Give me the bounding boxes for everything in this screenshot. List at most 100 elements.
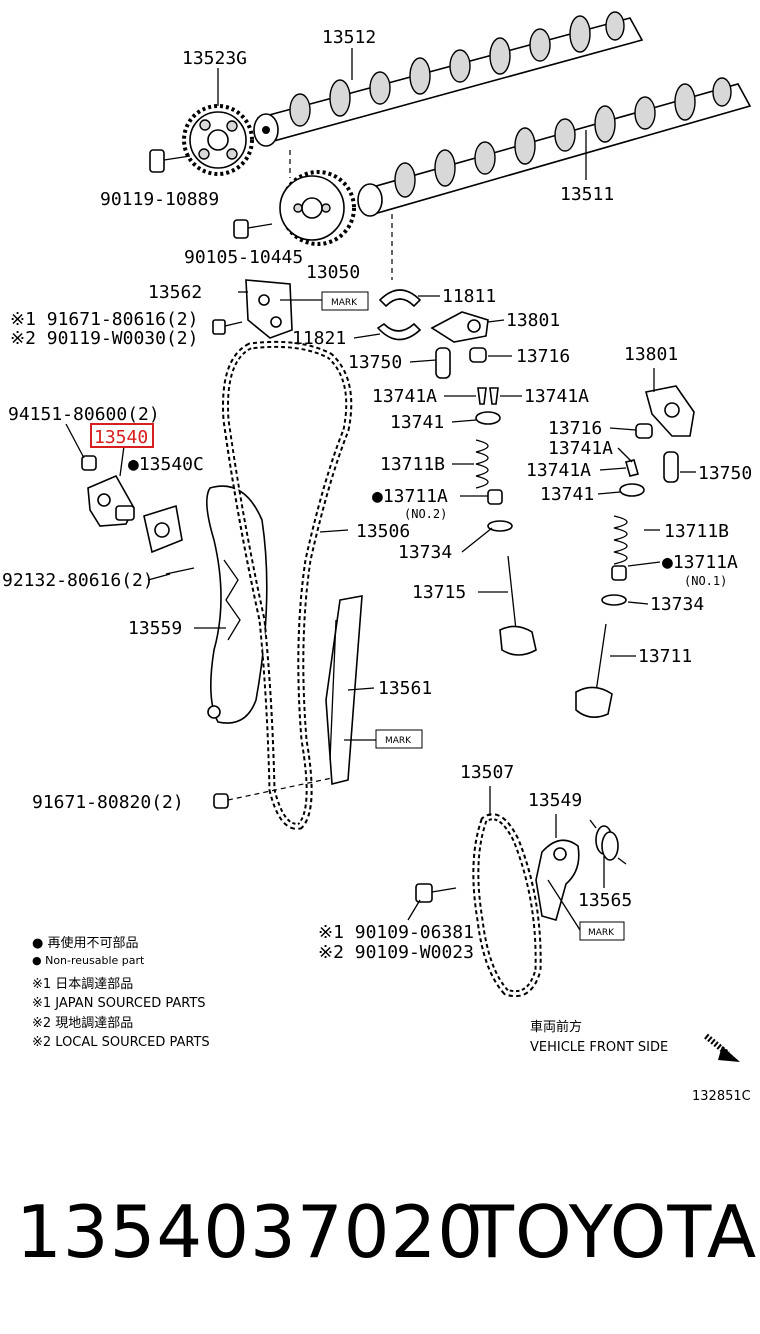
spring-retainer-13741-b [619,483,645,497]
svg-text:MARK: MARK [588,928,615,938]
chain-tensioner-13540 [87,474,135,527]
valve-spring-13711b-b [613,515,628,565]
brand-name: TOYOTA [470,1190,758,1274]
callout-13741a-1[interactable]: 13741A [372,386,437,407]
callout-91671-80820[interactable]: 91671-80820(2) [32,792,184,813]
callout-11811[interactable]: 11811 [442,286,496,307]
callout-13750-a[interactable]: 13750 [348,352,402,373]
callout-13512[interactable]: 13512 [322,27,376,48]
callout-13711b-a[interactable]: 13711B [380,454,445,475]
bracket-13562 [245,279,293,339]
legend-japan-jp: ※1 日本調達部品 [32,977,133,992]
callout-13562[interactable]: 13562 [148,282,202,303]
valve-lifter-13716-a [469,347,487,363]
valve-13711 [575,623,613,718]
callout-13507[interactable]: 13507 [460,762,514,783]
callout-13540-highlighted[interactable]: 13540 [94,427,148,448]
vvt-gear-13050 [279,170,356,246]
callout-13506[interactable]: 13506 [356,521,410,542]
callout-13716-a[interactable]: 13716 [516,346,570,367]
direction-jp: 車両前方 [530,1019,582,1035]
callout-13711a-b[interactable]: ●13711A [662,552,738,573]
bolt-91671-80820 [213,777,333,809]
callout-94151-80600[interactable]: 94151-80600(2) [8,404,160,425]
callout-13741a-2[interactable]: 13741A [524,386,589,407]
valve-keeper-13741a-pair [477,387,499,405]
gasket-13540c [143,504,183,554]
valve-lifter-13716-b [635,423,653,439]
rocker-arm-13801-a [430,311,489,343]
callout-13711a-a[interactable]: ●13711A [372,486,448,507]
callout-13523g[interactable]: 13523G [182,48,247,69]
lash-adjuster-13750-a [435,347,451,379]
legend: ● 再使用不可部品 ● Non-reusable part ※1 日本調達部品 … [32,935,210,1050]
callout-labels: 13512 13523G 90119-10889 90105-10445 130… [2,27,752,963]
valve-keeper-13741a-b [625,459,639,477]
bolt-90105-10445 [233,219,273,239]
callout-13741a-4[interactable]: 13741A [526,460,591,481]
callout-90105-10445[interactable]: 90105-10445 [184,247,303,268]
callout-13750-b[interactable]: 13750 [698,463,752,484]
callout-no1: (NO.1) [684,574,727,588]
sprocket-13523g [182,104,254,176]
callout-13565[interactable]: 13565 [578,890,632,911]
washer-13734-b [601,594,627,606]
callout-13711[interactable]: 13711 [638,646,692,667]
chain-13507 [472,813,542,998]
callout-91671-80616[interactable]: ※1 91671-80616(2) [10,309,198,330]
callout-13540c[interactable]: ●13540C [128,454,204,475]
callout-13559[interactable]: 13559 [128,618,182,639]
valve-seal-13711a-b [611,565,627,581]
rocker-arm-13801-b [645,385,695,437]
legend-japan-en: ※1 JAPAN SOURCED PARTS [32,996,206,1011]
direction-arrow-icon [704,1033,740,1062]
valve-seal-13711a-a [487,489,503,505]
callout-13561[interactable]: 13561 [378,678,432,699]
callout-13741a-3[interactable]: 13741A [548,438,613,459]
bearing-11811 [378,289,422,308]
timing-chain-13506 [222,340,353,830]
callout-13734-b[interactable]: 13734 [650,594,704,615]
tensioner-arm-13549 [535,839,580,921]
lash-adjuster-13750-b [663,451,679,483]
callout-13801-b[interactable]: 13801 [624,344,678,365]
figure-reference: 132851C [692,1089,751,1104]
title-row: 1354037020 TOYOTA [0,1188,760,1288]
callout-90109-06381[interactable]: ※1 90109-06381 [318,922,474,943]
svg-text:MARK: MARK [331,298,358,308]
legend-local-en: ※2 LOCAL SOURCED PARTS [32,1035,210,1050]
bolt-94151-80600 [81,455,97,471]
callout-13511[interactable]: 13511 [560,184,614,205]
direction-en: VEHICLE FRONT SIDE [530,1040,668,1055]
callout-13050[interactable]: 13050 [306,262,360,283]
callout-no2: (NO.2) [404,507,447,521]
callout-13734-a[interactable]: 13734 [398,542,452,563]
mark-tag-3: MARK [579,921,625,941]
valve-spring-13711b-a [475,439,489,489]
highlight-box-13540 [90,423,154,448]
callout-11821[interactable]: 11821 [292,328,346,349]
callout-90119-w0030[interactable]: ※2 90119-W0030(2) [10,328,198,349]
chain-guide-13559 [206,485,268,724]
callout-13741-a[interactable]: 13741 [390,412,444,433]
leader-lines [65,48,696,931]
callout-13741-b[interactable]: 13741 [540,484,594,505]
camshaft-13511 [357,77,752,217]
callout-13715[interactable]: 13715 [412,582,466,603]
callout-13711b-b[interactable]: 13711B [664,521,729,542]
direction-indicator: 車両前方 VEHICLE FRONT SIDE [530,1019,740,1062]
callout-13549[interactable]: 13549 [528,790,582,811]
washer-13734-a [487,520,513,532]
mark-tag-2: MARK [375,729,423,749]
bolt-91671-80616 [212,319,243,335]
callout-90109-w0023[interactable]: ※2 90109-W0023 [318,942,474,963]
callout-13716-b[interactable]: 13716 [548,418,602,439]
valve-13715 [499,555,537,656]
callout-13801-a[interactable]: 13801 [506,310,560,331]
callout-90119-10889[interactable]: 90119-10889 [100,189,219,210]
mark-tag-1: MARK [321,291,369,311]
bolt-90109 [415,883,457,903]
spring-retainer-13741-a [475,411,501,425]
callout-92132-80616[interactable]: 92132-80616(2) [2,570,154,591]
legend-local-jp: ※2 現地調達部品 [32,1016,133,1031]
